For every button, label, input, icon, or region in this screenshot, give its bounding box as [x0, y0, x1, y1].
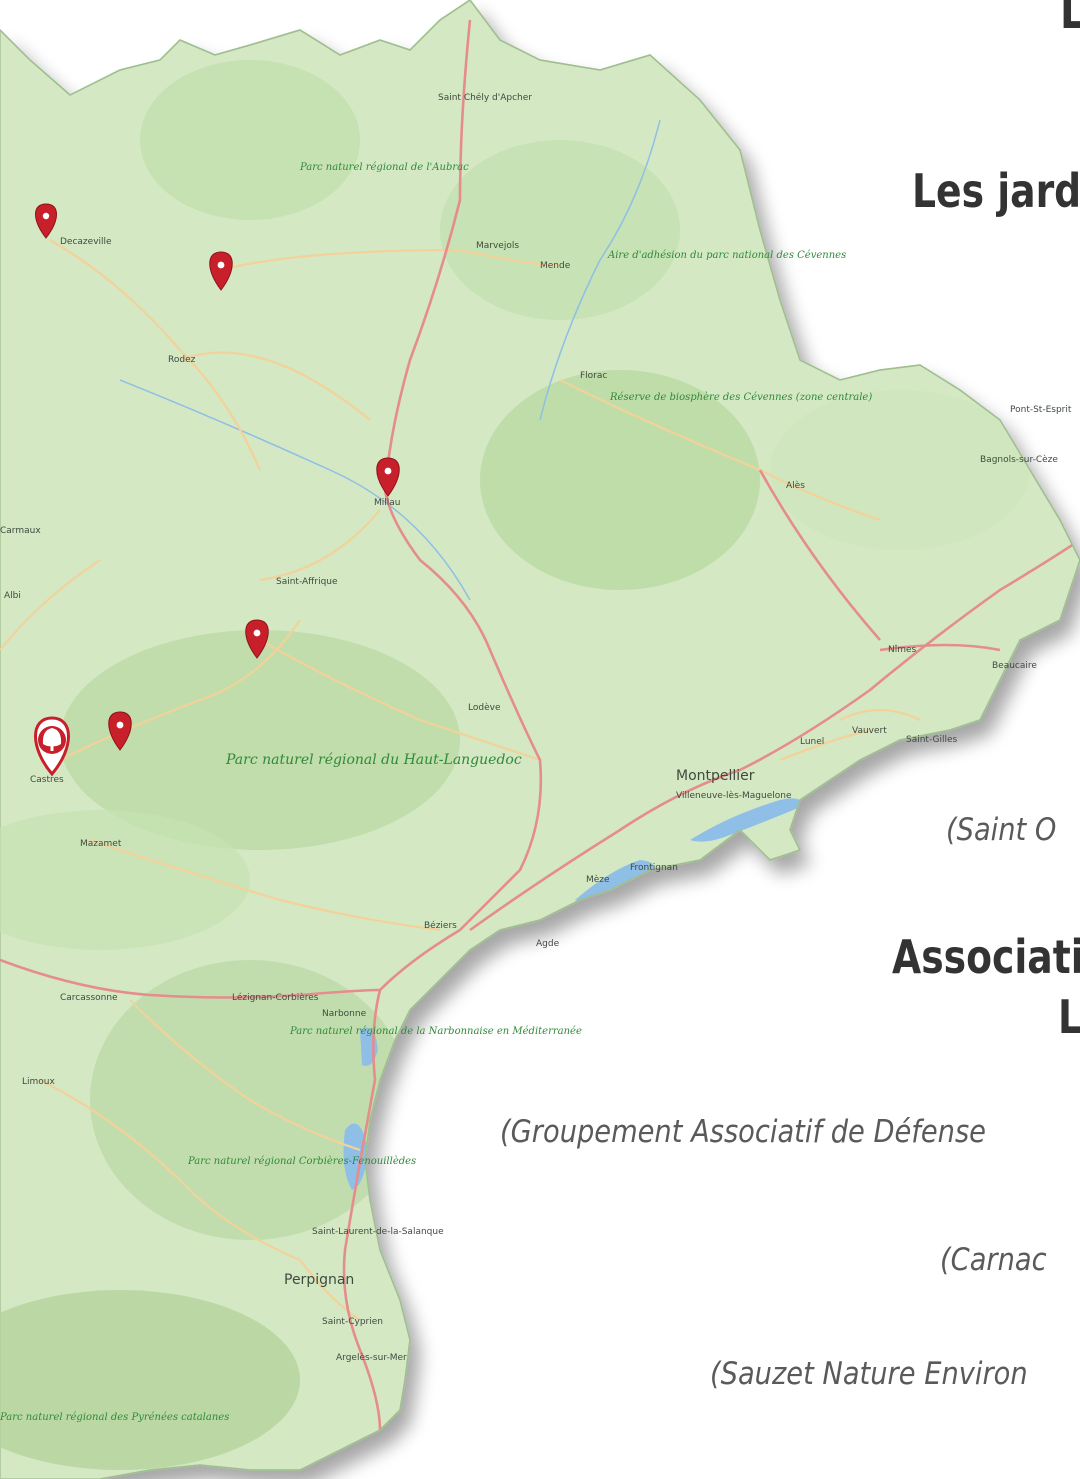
label-pont: Pont-St-Esprit: [1010, 405, 1072, 415]
label-montpellier: Montpellier: [676, 768, 755, 784]
place-labels: Saint Chély d'Apcher Marvejols Mende Dec…: [0, 92, 1072, 1363]
label-agde: Agde: [536, 939, 560, 949]
label-perpignan: Perpignan: [284, 1272, 354, 1288]
heading-gardens: Les jard: [912, 164, 1080, 218]
caption-groupement: (Groupement Associatif de Défense: [500, 1114, 986, 1150]
label-beaucaire: Beaucaire: [992, 661, 1037, 671]
label-narbonnaise-park: Parc naturel régional de la Narbonnaise …: [289, 1026, 582, 1037]
label-saint-affrique: Saint-Affrique: [276, 577, 338, 587]
map-marker-pin[interactable]: [35, 203, 57, 239]
label-frontignan: Frontignan: [630, 863, 678, 873]
heading-association: Associati: [892, 930, 1080, 984]
label-beziers: Béziers: [424, 920, 457, 931]
label-haut-languedoc-park: Parc naturel régional du Haut-Languedoc: [225, 752, 522, 768]
label-vauvert: Vauvert: [852, 726, 887, 736]
park-labels: Parc naturel régional de l'Aubrac Aire d…: [0, 162, 872, 1423]
lagoon-montpellier: [690, 798, 805, 842]
main-roads: [0, 19, 1080, 1431]
label-pyrenees-park: Parc naturel régional des Pyrénées catal…: [0, 1412, 229, 1423]
label-lezignan: Lézignan-Corbières: [232, 992, 319, 1003]
label-nimes: Nîmes: [888, 645, 917, 655]
map-marker-pin[interactable]: [108, 711, 132, 751]
caption-sauzet: (Sauzet Nature Environ: [710, 1356, 1028, 1392]
label-carcassonne: Carcassonne: [60, 993, 118, 1003]
map-marker-pin[interactable]: [376, 457, 400, 497]
label-villeneuve: Villeneuve-lès-Maguelone: [676, 790, 792, 801]
label-argeles: Argelès-sur-Mer: [336, 1352, 407, 1363]
label-saint-chely: Saint Chély d'Apcher: [438, 92, 532, 103]
tree-icon: [42, 728, 62, 751]
label-florac: Florac: [580, 371, 607, 381]
label-cevennes-reserve: Réserve de biosphère des Cévennes (zone …: [609, 392, 872, 403]
label-millau: Millau: [374, 498, 401, 508]
heading-top: L: [1060, 0, 1080, 40]
label-carmaux: Carmaux: [0, 526, 41, 536]
heading-association-line2: L: [1058, 990, 1080, 1044]
map-marker-featured[interactable]: [34, 716, 70, 777]
caption-saint: (Saint O: [946, 812, 1057, 848]
label-limoux: Limoux: [22, 1077, 55, 1087]
label-ales: Alès: [786, 480, 805, 491]
lagoon-thau: [575, 860, 654, 905]
label-rodez: Rodez: [168, 355, 196, 365]
label-corbieres-park: Parc naturel régional Corbières-Fenouill…: [187, 1156, 416, 1167]
label-castres: Castres: [30, 775, 64, 785]
label-meze: Mèze: [586, 874, 610, 885]
label-lunel: Lunel: [800, 737, 824, 747]
map-markers[interactable]: [34, 203, 400, 777]
label-lodeve: Lodève: [468, 702, 501, 713]
label-mende: Mende: [540, 261, 571, 271]
label-narbonne: Narbonne: [322, 1009, 367, 1019]
label-cevennes-adhesion: Aire d'adhésion du parc national des Cév…: [607, 250, 846, 261]
label-mazamet: Mazamet: [80, 839, 122, 849]
secondary-roads: [0, 239, 921, 1321]
label-saint-laurent: Saint-Laurent-de-la-Salanque: [312, 1227, 444, 1237]
lagoon-leucate: [343, 1123, 368, 1190]
label-saint-gilles: Saint-Gilles: [906, 735, 958, 745]
label-decazeville: Decazeville: [60, 237, 112, 247]
caption-carnac: (Carnac: [940, 1242, 1047, 1278]
label-bagnols: Bagnols-sur-Cèze: [980, 454, 1058, 465]
map-features: [0, 19, 1080, 1470]
label-aubrac-park: Parc naturel régional de l'Aubrac: [299, 162, 469, 173]
label-albi: Albi: [4, 591, 21, 601]
label-marvejols: Marvejols: [476, 241, 519, 251]
map-marker-pin[interactable]: [245, 619, 269, 659]
label-saint-cyprien: Saint-Cyprien: [322, 1317, 383, 1327]
map-marker-pin[interactable]: [209, 251, 233, 291]
